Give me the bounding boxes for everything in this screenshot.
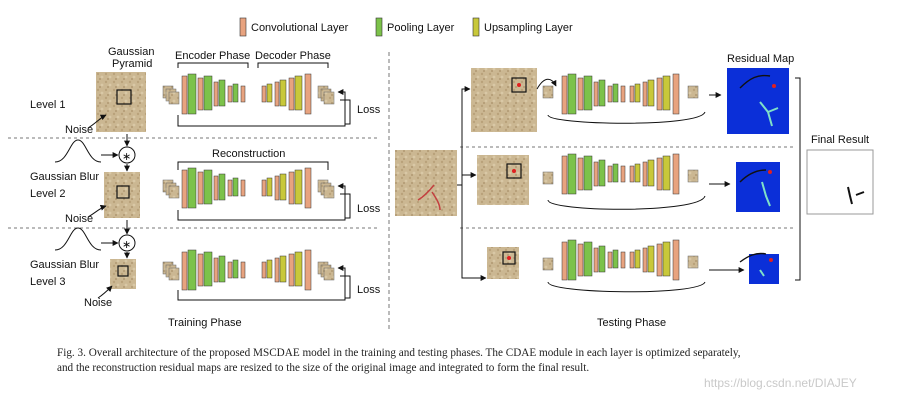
patch-box-3 (117, 265, 129, 277)
blur-operator-1 (118, 146, 136, 164)
pyramid-label-2: Pyramid (112, 58, 152, 70)
level-1-label: Level 1 (30, 99, 65, 111)
fan-out-bracket (461, 88, 470, 279)
pyramid-label-1: Gaussian (108, 46, 154, 58)
encoder-bracket (177, 62, 249, 68)
final-result-label: Final Result (811, 134, 869, 146)
svg-text:∗: ∗ (122, 151, 131, 163)
residual-map-1 (727, 68, 789, 134)
legend: Convolutional Layer Pooling Layer Upsamp… (239, 17, 573, 37)
caption-line-1: Fig. 3. Overall architecture of the prop… (57, 347, 741, 359)
pyramid-image-3 (110, 259, 136, 289)
test-input-image (395, 150, 457, 216)
loss-label-3: Loss (357, 284, 381, 296)
blur-operator-2 (118, 234, 136, 252)
testing-phase: Residual Map Final Result Testing Phase (395, 53, 874, 329)
final-result-image (806, 149, 874, 215)
pyramid-image-2 (104, 172, 140, 218)
level-2-label: Level 2 (30, 188, 65, 200)
loss-label-2: Loss (357, 203, 381, 215)
test-level-image-1 (471, 68, 537, 132)
watermark: https://blog.csdn.net/DIAJEY (704, 376, 857, 390)
encoder-phase-label: Encoder Phase (175, 50, 250, 62)
gaussian-curve-2 (54, 227, 102, 251)
residual-map-3 (749, 254, 779, 284)
legend-up-label: Upsampling Layer (484, 22, 573, 34)
caption-line-2: and the reconstruction residual maps are… (57, 362, 590, 374)
training-phase: Gaussian Pyramid Encoder Phase Decoder P… (8, 46, 381, 329)
decoder-bracket (257, 62, 329, 68)
residual-map-2 (736, 162, 780, 212)
test-network-1 (542, 73, 699, 115)
testing-phase-title: Testing Phase (597, 317, 666, 329)
pyramid-image-1 (96, 72, 146, 132)
figure-caption: Fig. 3. Overall architecture of the prop… (57, 346, 897, 376)
legend-pool-label: Pooling Layer (387, 22, 455, 34)
level-3-label: Level 3 (30, 276, 65, 288)
train-network-3 (162, 249, 335, 291)
svg-text:∗: ∗ (122, 239, 131, 251)
patch-box-2 (116, 185, 130, 199)
noise-label-2: Noise (65, 213, 93, 225)
test-network-2 (542, 153, 699, 195)
legend-conv-swatch (239, 17, 247, 37)
legend-up-swatch (472, 17, 480, 37)
legend-pool-swatch (375, 17, 383, 37)
train-network-2 (162, 167, 335, 209)
reconstruction-label: Reconstruction (212, 148, 285, 160)
merge-bracket (795, 77, 801, 281)
gaussian-blur-label-2: Gaussian Blur (30, 259, 99, 271)
training-phase-title: Training Phase (168, 317, 242, 329)
noise-label-1: Noise (65, 124, 93, 136)
reconstruction-bracket (177, 161, 329, 170)
test-level-image-2 (477, 155, 529, 205)
gaussian-blur-label-1: Gaussian Blur (30, 171, 99, 183)
decoder-phase-label: Decoder Phase (255, 50, 331, 62)
patch-box-1 (116, 89, 132, 105)
train-network-1 (162, 73, 335, 115)
residual-map-label: Residual Map (727, 53, 794, 65)
noise-label-3: Noise (84, 297, 112, 309)
legend-conv-label: Convolutional Layer (251, 22, 349, 34)
loss-label-1: Loss (357, 104, 381, 116)
test-network-3 (542, 239, 699, 281)
gaussian-curve-1 (54, 139, 102, 163)
